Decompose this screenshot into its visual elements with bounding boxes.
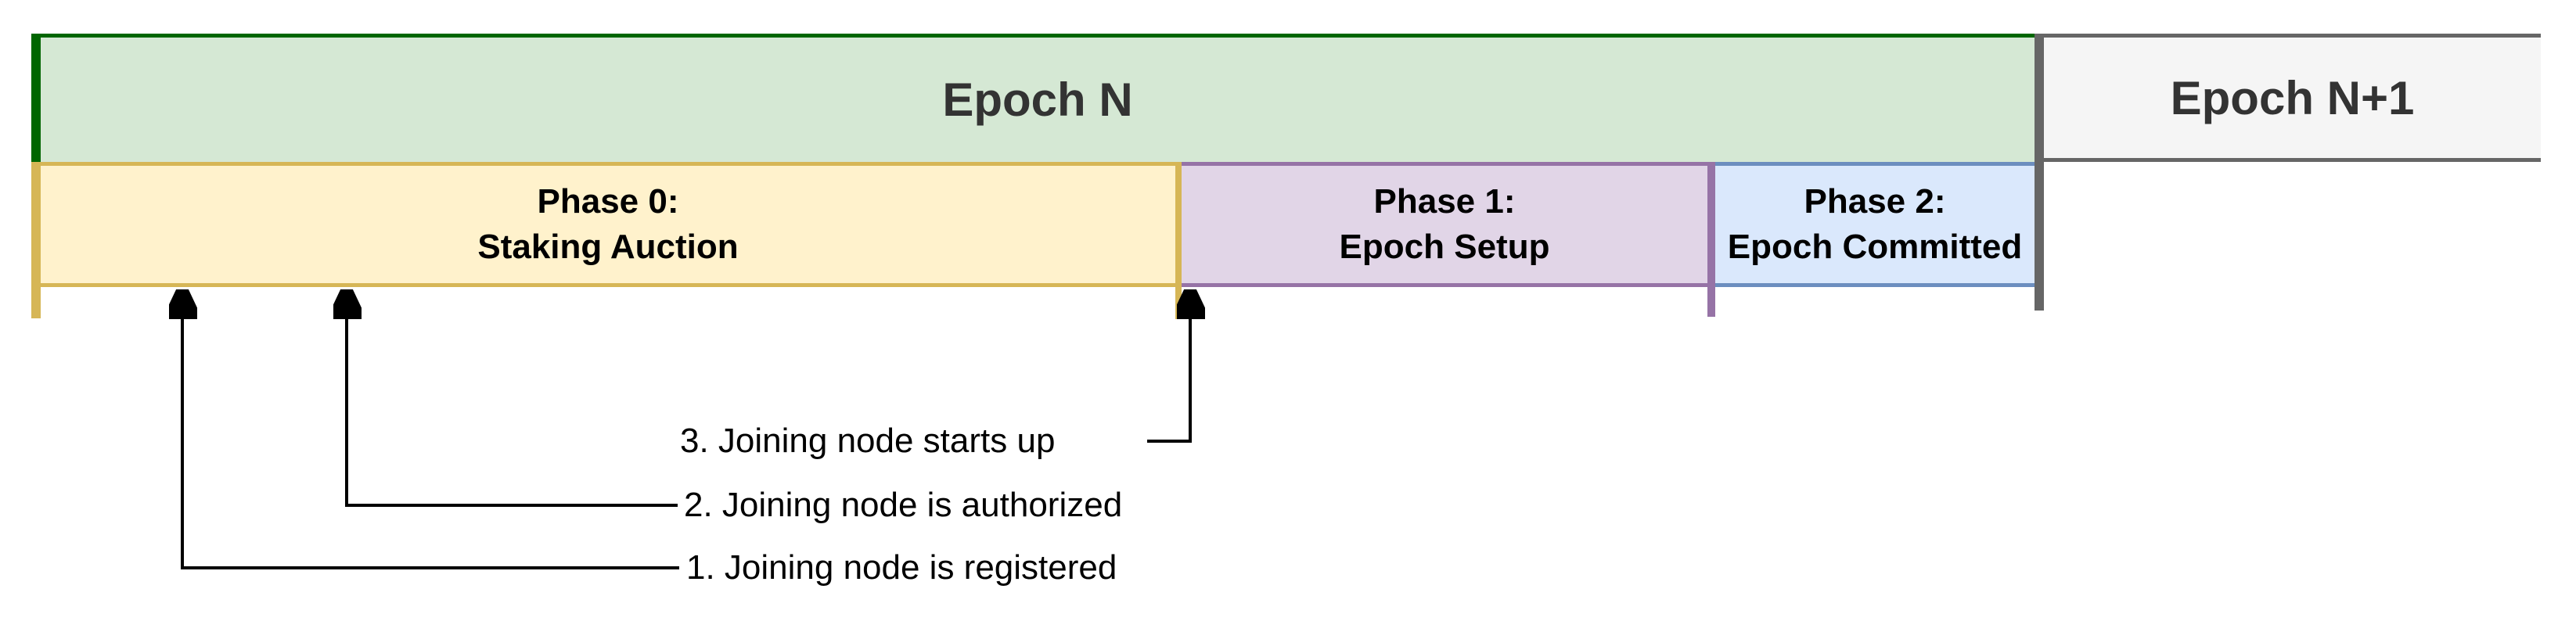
arrow-3-starts-up: [1147, 291, 1190, 443]
phase-2-label-line-2: Epoch Committed: [1727, 228, 2023, 266]
annotation-node-starts-up: 3. Joining node starts up: [680, 422, 1056, 460]
phase-2-label-line-1: Phase 2:: [1804, 182, 1946, 221]
phase-1-end-line: [1707, 162, 1715, 317]
arrow-1-registered: [182, 291, 679, 569]
epoch-n-label: Epoch N: [942, 74, 1133, 126]
epoch-n-bar: Epoch N: [31, 34, 2035, 162]
phase-1-label-line-2: Epoch Setup: [1339, 228, 1550, 266]
annotation-node-authorized: 2. Joining node is authorized: [684, 486, 1123, 524]
annotation-node-registered: 1. Joining node is registered: [686, 548, 1117, 587]
phase-1-bar: Phase 1: Epoch Setup: [1182, 162, 1707, 287]
phase-1-label-line-1: Phase 1:: [1373, 182, 1516, 221]
epoch-n-plus-1-label: Epoch N+1: [2170, 71, 2415, 124]
epoch-boundary-line: [2035, 34, 2044, 311]
phase-0-start-marker: [31, 162, 41, 318]
phase-0-label-line-2: Staking Auction: [477, 228, 739, 266]
phase-2-bar: Phase 2: Epoch Committed: [1715, 162, 2035, 287]
arrow-2-authorized: [347, 291, 678, 507]
phase-0-label-line-1: Phase 0:: [537, 182, 679, 221]
epoch-n-plus-1-bar: Epoch N+1: [2044, 34, 2541, 162]
phase-0-bar: Phase 0: Staking Auction: [41, 162, 1175, 287]
phase-0-end-line: [1175, 162, 1182, 319]
